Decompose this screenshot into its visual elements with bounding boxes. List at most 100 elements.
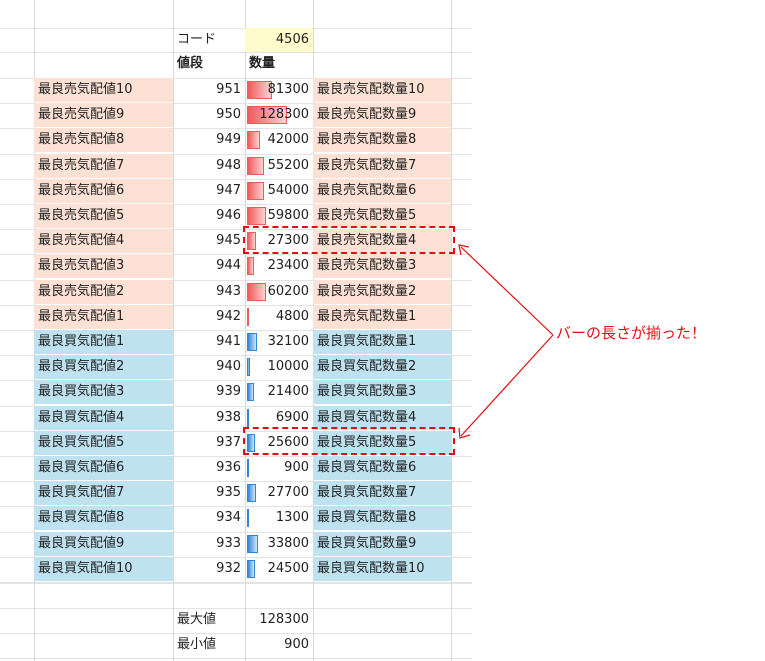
code-label-cell[interactable]: コード bbox=[177, 32, 217, 47]
buy-label-cell[interactable]: 最良買気配値6 bbox=[34, 456, 173, 480]
row-divider bbox=[0, 229, 472, 230]
sell-label-cell[interactable]: 最良売気配値2 bbox=[34, 280, 173, 304]
buy-price-cell[interactable]: 935 bbox=[216, 485, 241, 500]
sell-price-cell[interactable]: 947 bbox=[216, 183, 241, 198]
buy-qty-cell[interactable]: 21400 bbox=[245, 380, 313, 404]
sell-qty-cell[interactable]: 27300 bbox=[245, 229, 313, 253]
buy-data-bar bbox=[247, 358, 250, 376]
buy-qty-label-cell[interactable]: 最良買気配数量9 bbox=[313, 532, 451, 556]
buy-qty-label-cell[interactable]: 最良買気配数量7 bbox=[313, 481, 451, 505]
highlight-sell-row-4 bbox=[243, 226, 455, 254]
sell-qty-cell[interactable]: 54000 bbox=[245, 179, 313, 203]
buy-label-cell[interactable]: 最良買気配値5 bbox=[34, 431, 173, 455]
buy-qty-label-cell[interactable]: 最良買気配数量3 bbox=[313, 380, 451, 404]
qty-header-cell[interactable]: 数量 bbox=[249, 56, 276, 71]
sell-price-cell[interactable]: 951 bbox=[216, 82, 241, 97]
buy-qty-cell[interactable]: 32100 bbox=[245, 330, 313, 354]
buy-qty-cell[interactable]: 27700 bbox=[245, 481, 313, 505]
sell-qty-cell[interactable]: 55200 bbox=[245, 154, 313, 178]
buy-price-cell[interactable]: 940 bbox=[216, 359, 241, 374]
sell-label-cell[interactable]: 最良売気配値9 bbox=[34, 103, 173, 127]
sell-qty-label-cell[interactable]: 最良売気配数量3 bbox=[313, 254, 451, 278]
buy-qty-cell[interactable]: 10000 bbox=[245, 355, 313, 379]
sell-qty-label-cell[interactable]: 最良売気配数量10 bbox=[313, 78, 451, 102]
row-divider bbox=[0, 481, 472, 482]
buy-price-cell[interactable]: 934 bbox=[216, 510, 241, 525]
buy-qty-cell[interactable]: 33800 bbox=[245, 532, 313, 556]
buy-label-cell[interactable]: 最良買気配値10 bbox=[34, 557, 173, 581]
buy-qty-cell[interactable]: 25600 bbox=[245, 431, 313, 455]
sell-qty-text: 23400 bbox=[267, 258, 309, 273]
buy-price-cell[interactable]: 937 bbox=[216, 435, 241, 450]
buy-qty-cell[interactable]: 1300 bbox=[245, 506, 313, 530]
sell-label-cell[interactable]: 最良売気配値7 bbox=[34, 154, 173, 178]
buy-qty-label-cell[interactable]: 最良買気配数量8 bbox=[313, 506, 451, 530]
buy-qty-label-cell[interactable]: 最良買気配数量5 bbox=[313, 431, 451, 455]
sell-qty-cell[interactable]: 42000 bbox=[245, 128, 313, 152]
sell-price-cell[interactable]: 943 bbox=[216, 284, 241, 299]
buy-qty-label-cell[interactable]: 最良買気配数量4 bbox=[313, 406, 451, 430]
buy-qty-cell[interactable]: 6900 bbox=[245, 406, 313, 430]
sell-label-cell[interactable]: 最良売気配値10 bbox=[34, 78, 173, 102]
buy-qty-label-cell[interactable]: 最良買気配数量6 bbox=[313, 456, 451, 480]
sell-qty-cell[interactable]: 60200 bbox=[245, 280, 313, 304]
sell-price-cell[interactable]: 945 bbox=[216, 233, 241, 248]
sell-qty-cell[interactable]: 23400 bbox=[245, 254, 313, 278]
buy-label-cell[interactable]: 最良買気配値4 bbox=[34, 406, 173, 430]
sell-qty-cell[interactable]: 81300 bbox=[245, 78, 313, 102]
sell-price-cell[interactable]: 946 bbox=[216, 208, 241, 223]
sell-qty-label-cell[interactable]: 最良売気配数量5 bbox=[313, 204, 451, 228]
sell-price-cell[interactable]: 950 bbox=[216, 107, 241, 122]
arrowhead-lower bbox=[458, 427, 471, 439]
buy-label-cell[interactable]: 最良買気配値7 bbox=[34, 481, 173, 505]
sell-data-bar bbox=[247, 182, 264, 200]
code-value-cell[interactable]: 4506 bbox=[245, 28, 313, 52]
buy-label-cell[interactable]: 最良買気配値9 bbox=[34, 532, 173, 556]
sell-qty-label-cell[interactable]: 最良売気配数量9 bbox=[313, 103, 451, 127]
sell-qty-cell[interactable]: 59800 bbox=[245, 204, 313, 228]
sell-qty-label-cell[interactable]: 最良売気配数量1 bbox=[313, 305, 451, 329]
sell-qty-label-cell[interactable]: 最良売気配数量4 bbox=[313, 229, 451, 253]
sell-price-cell[interactable]: 949 bbox=[216, 132, 241, 147]
min-value-cell[interactable]: 900 bbox=[284, 637, 309, 652]
buy-label-cell[interactable]: 最良買気配値2 bbox=[34, 355, 173, 379]
buy-qty-cell[interactable]: 900 bbox=[245, 456, 313, 480]
buy-price-cell[interactable]: 933 bbox=[216, 536, 241, 551]
buy-label-cell[interactable]: 最良買気配値1 bbox=[34, 330, 173, 354]
buy-qty-label-cell[interactable]: 最良買気配数量2 bbox=[313, 355, 451, 379]
row-divider bbox=[0, 456, 472, 457]
buy-price-cell[interactable]: 941 bbox=[216, 334, 241, 349]
sell-qty-label-cell[interactable]: 最良売気配数量8 bbox=[313, 128, 451, 152]
buy-price-cell[interactable]: 936 bbox=[216, 460, 241, 475]
sell-price-cell[interactable]: 948 bbox=[216, 158, 241, 173]
row-divider bbox=[0, 506, 472, 507]
sell-label-cell[interactable]: 最良売気配値1 bbox=[34, 305, 173, 329]
sell-qty-label-cell[interactable]: 最良売気配数量2 bbox=[313, 280, 451, 304]
sell-label-cell[interactable]: 最良売気配値3 bbox=[34, 254, 173, 278]
buy-qty-cell[interactable]: 24500 bbox=[245, 557, 313, 581]
min-label-cell[interactable]: 最小値 bbox=[177, 637, 217, 652]
price-header-cell[interactable]: 値段 bbox=[177, 56, 204, 71]
sell-qty-cell[interactable]: 4800 bbox=[245, 305, 313, 329]
sell-label-cell[interactable]: 最良売気配値4 bbox=[34, 229, 173, 253]
sell-label-cell[interactable]: 最良売気配値6 bbox=[34, 179, 173, 203]
buy-price-cell[interactable]: 932 bbox=[216, 561, 241, 576]
sell-qty-cell[interactable]: 128300 bbox=[245, 103, 313, 127]
buy-qty-label-cell[interactable]: 最良買気配数量1 bbox=[313, 330, 451, 354]
buy-label-cell[interactable]: 最良買気配値3 bbox=[34, 380, 173, 404]
sell-price-cell[interactable]: 944 bbox=[216, 258, 241, 273]
buy-data-bar bbox=[247, 434, 255, 452]
sell-label-cell[interactable]: 最良売気配値5 bbox=[34, 204, 173, 228]
max-label-cell[interactable]: 最大値 bbox=[177, 612, 217, 627]
row-divider bbox=[0, 280, 472, 281]
buy-price-cell[interactable]: 939 bbox=[216, 384, 241, 399]
buy-qty-label-cell[interactable]: 最良買気配数量10 bbox=[313, 557, 451, 581]
buy-price-cell[interactable]: 938 bbox=[216, 410, 241, 425]
sell-qty-label-cell[interactable]: 最良売気配数量7 bbox=[313, 154, 451, 178]
buy-label-cell[interactable]: 最良買気配値8 bbox=[34, 506, 173, 530]
sell-label-cell[interactable]: 最良売気配値8 bbox=[34, 128, 173, 152]
sell-qty-label-cell[interactable]: 最良売気配数量6 bbox=[313, 179, 451, 203]
max-value-cell[interactable]: 128300 bbox=[259, 612, 309, 627]
sell-price-cell[interactable]: 942 bbox=[216, 309, 241, 324]
